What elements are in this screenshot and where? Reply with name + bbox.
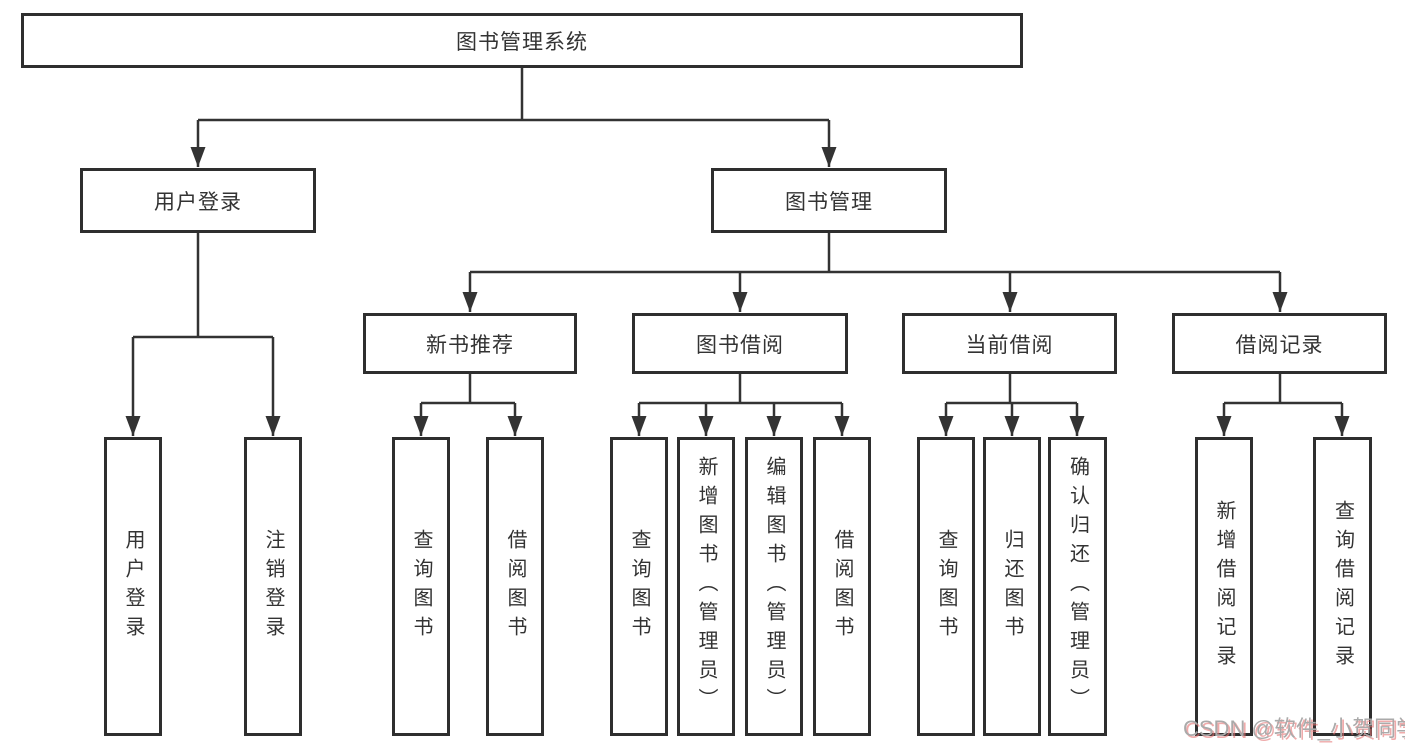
leaf-borrow-books: 借阅图书 — [813, 437, 871, 736]
leaf-query-borrow-record: 查询借阅记录 — [1313, 437, 1372, 736]
node-new-book-recommend: 新书推荐 — [363, 313, 577, 374]
node-book-borrow: 图书借阅 — [632, 313, 848, 374]
node-label: 新增借阅记录 — [1213, 499, 1235, 674]
node-label: 确认归还（管理员） — [1066, 456, 1089, 717]
node-label: 注销登录 — [262, 528, 284, 645]
leaf-edit-book-admin: 编辑图书（管理员） — [745, 437, 803, 736]
leaf-query-books-borrow: 查询图书 — [610, 437, 668, 736]
node-label: 新书推荐 — [426, 333, 514, 357]
node-label: 用户登录 — [122, 528, 144, 645]
leaf-query-books-recommend: 查询图书 — [392, 437, 450, 736]
leaf-add-book-admin: 新增图书（管理员） — [677, 437, 735, 736]
csdn-watermark: CSDN @软件_小贺同学 — [1183, 716, 1405, 741]
leaf-borrow-books-recommend: 借阅图书 — [486, 437, 544, 736]
node-borrow-records: 借阅记录 — [1172, 313, 1387, 374]
node-label: 借阅图书 — [504, 528, 526, 645]
node-label: 图书借阅 — [696, 333, 784, 357]
node-label: 编辑图书（管理员） — [763, 456, 785, 717]
node-label: 图书管理系统 — [456, 30, 588, 54]
node-book-management: 图书管理 — [711, 168, 947, 233]
leaf-user-login: 用户登录 — [104, 437, 162, 736]
leaf-add-borrow-record: 新增借阅记录 — [1195, 437, 1253, 736]
node-user-login: 用户登录 — [80, 168, 316, 233]
node-label: 查询图书 — [935, 528, 957, 645]
leaf-query-books-current: 查询图书 — [917, 437, 975, 736]
node-label: 查询图书 — [410, 528, 432, 645]
node-label: 借阅图书 — [831, 528, 853, 645]
node-system-root: 图书管理系统 — [21, 13, 1023, 68]
leaf-confirm-return-admin: 确认归还（管理员） — [1048, 437, 1107, 736]
node-label: 当前借阅 — [965, 333, 1054, 357]
node-label: 归还图书 — [1001, 528, 1023, 645]
leaf-return-book: 归还图书 — [983, 437, 1041, 736]
node-label: 新增图书（管理员） — [695, 456, 717, 717]
node-current-borrow: 当前借阅 — [902, 313, 1117, 374]
leaf-logout: 注销登录 — [244, 437, 302, 736]
node-label: 图书管理 — [785, 190, 873, 214]
node-label: 借阅记录 — [1235, 333, 1324, 357]
node-label: 查询图书 — [628, 528, 650, 645]
node-label: 用户登录 — [154, 190, 242, 214]
node-label: 查询借阅记录 — [1331, 499, 1354, 674]
